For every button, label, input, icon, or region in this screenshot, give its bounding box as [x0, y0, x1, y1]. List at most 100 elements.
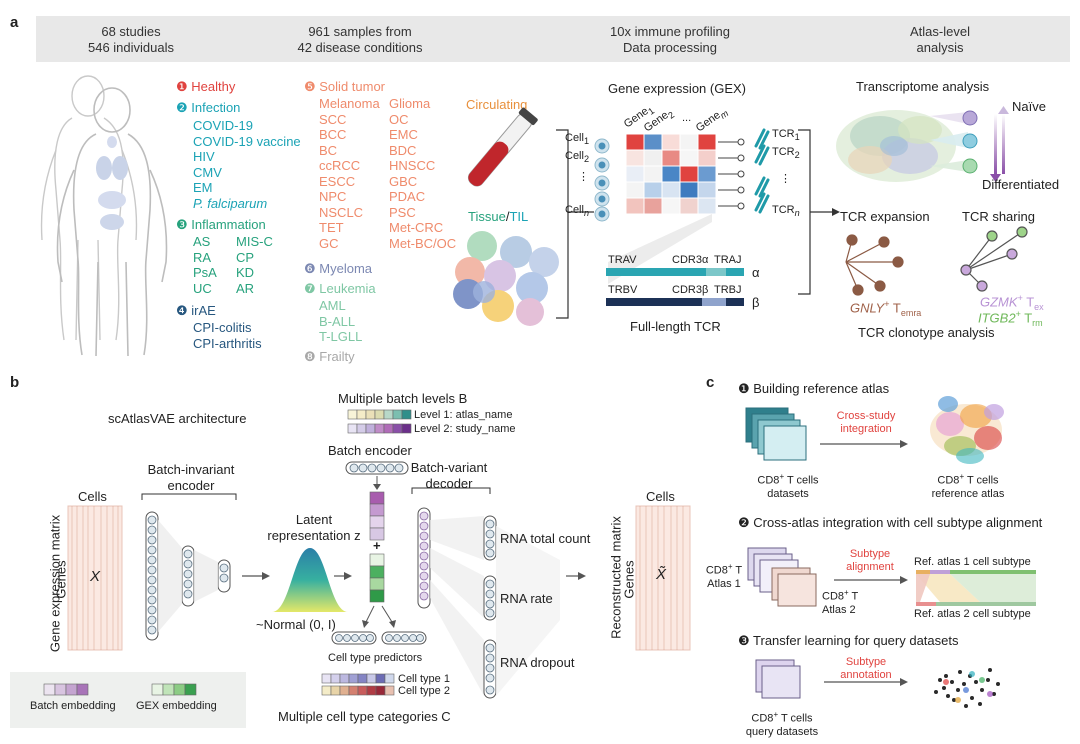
celltype1-label: Cell type 1: [398, 673, 450, 685]
gzmk-sup: +: [1017, 293, 1023, 303]
tumor-item: Melanoma: [319, 96, 380, 111]
inflammation-item: KD: [236, 265, 255, 280]
s1-arrow-line1: Cross-study: [836, 410, 896, 422]
differentiation-arrow-icon: [994, 114, 997, 174]
solid-tumor-list-left: Melanoma SCC BCC BC ccRCC ESCC NPC NSCLC…: [319, 96, 380, 251]
s2-ref1-label: Ref. atlas 1 cell subtype: [914, 556, 1031, 568]
reference-atlas-umap: [930, 396, 1004, 464]
tcrn-label: TCRn: [772, 204, 800, 218]
header-analysis-line1: Atlas-level: [910, 24, 970, 39]
tcr1-sub: 1: [794, 132, 800, 143]
s1-right-line2: reference atlas: [931, 487, 1005, 500]
tex-t: T: [1022, 294, 1035, 310]
categories-label: Multiple cell type categories C: [278, 709, 451, 724]
header-studies: 68 studies 546 individuals: [36, 24, 226, 56]
itgb2-sup: +: [1015, 309, 1021, 319]
cell1-text: Cell: [565, 132, 584, 144]
itgb2-trm-label: ITGB2+ Trm: [978, 306, 1043, 332]
tcr-beta-chain: [606, 298, 744, 306]
s2-atlas1-t: T: [732, 564, 743, 577]
gex-heatmap: [625, 133, 717, 215]
tumor-item: Met-BC/OC: [389, 235, 457, 251]
s1-arrow-label: Cross-study integration: [818, 410, 914, 436]
condition-frailty: ❽ Frailty: [304, 349, 355, 364]
s3-left-line1: CD8+ T cells: [734, 708, 830, 726]
s2-arrow-label: Subtype alignment: [830, 548, 910, 574]
reconstructed-matrix: [635, 505, 691, 651]
tumor-item: NSCLC: [319, 204, 364, 220]
condition-myeloma: ❻ Myeloma: [304, 261, 373, 276]
celltype2-label: Cell type 2: [398, 685, 450, 697]
header-samples-line1: 961 samples from: [308, 24, 412, 39]
query-annotation-umap: [934, 668, 1000, 708]
condition-solid-tumor: ❺ Solid tumor: [304, 79, 386, 94]
decoder-label: Batch-variant decoder: [404, 460, 494, 492]
tcrn-sub: n: [794, 208, 800, 219]
itgb2-text: ITGB2: [978, 310, 1016, 326]
s2-arrow-line1: Subtype: [849, 548, 891, 560]
tumor-item: BCC: [319, 127, 347, 142]
leukemia-item: T-LGLL: [319, 329, 363, 344]
irae-item: CPI-colitis: [193, 320, 252, 335]
cell-type-bars: [321, 673, 395, 696]
inflammation-list-left: AS RA PsA UC: [193, 234, 217, 296]
tumor-item: ESCC: [319, 173, 356, 189]
gzmk-tex-label: GZMK+ Tex: [980, 290, 1044, 316]
transcriptome-analysis-label: Transcriptome analysis: [856, 79, 990, 94]
condition-healthy: ❶ Healthy: [176, 79, 236, 94]
infection-list: COVID-19 COVID-19 vaccine HIV CMV EM P. …: [193, 118, 301, 211]
batch-level-bars: [347, 409, 412, 434]
tcr-sharing-label: TCR sharing: [962, 209, 1035, 224]
s2-atlas2-line2: Atlas 2: [822, 603, 856, 616]
s3-left-line2: query datasets: [745, 725, 819, 738]
gex-embedding-vector: [369, 553, 385, 603]
panel-a-header-bar: [36, 16, 1070, 62]
tumor-item: EMC: [389, 127, 418, 142]
header-profiling-line1: 10x immune profiling: [610, 24, 730, 39]
tumor-item: Glioma: [389, 96, 431, 111]
header-samples: 961 samples from 42 disease conditions: [240, 24, 480, 56]
encoder-label-line1: Batch-invariant: [147, 462, 235, 477]
differentiated-label: Differentiated: [982, 177, 1060, 192]
trbj-label: TRBJ: [714, 284, 742, 296]
inflammation-list-right: MIS-C CP KD AR: [236, 234, 273, 296]
panel-c-letter: c: [706, 374, 715, 391]
step2-title: ❷ Cross-atlas integration with cell subt…: [738, 515, 1043, 530]
thyroid-icon: [107, 136, 117, 148]
atlas2-stack-icon: [771, 567, 817, 607]
irae-item: CPI-arthritis: [193, 335, 262, 351]
level1-label: Level 1: atlas_name: [414, 409, 513, 421]
celln-sub: n: [583, 208, 590, 219]
stomach-icon: [98, 191, 126, 209]
infection-item: EM: [193, 180, 213, 195]
beta-label: β: [752, 295, 760, 310]
blood-tube-icon: [467, 107, 538, 187]
tumor-item: PDAC: [389, 189, 426, 204]
infection-item: HIV: [193, 149, 215, 164]
leukemia-item: AML: [319, 298, 346, 313]
s3-arrow-line2: annotation: [840, 669, 892, 681]
infection-item: CMV: [193, 164, 222, 180]
tumor-item: PSC: [389, 204, 416, 220]
tcr-dots: ⋮: [780, 173, 791, 185]
decoder-label-line2: decoder: [425, 476, 473, 491]
gnly-text: GNLY: [850, 300, 885, 316]
full-length-tcr-caption: Full-length TCR: [630, 319, 721, 334]
panel-b-letter: b: [10, 374, 20, 391]
trm-sub: rm: [1032, 317, 1043, 328]
rna-rate-label: RNA rate: [500, 591, 553, 606]
cell-dots: ⋮: [578, 171, 589, 183]
cdr3b-label: CDR3β: [672, 284, 709, 296]
latent-gaussian-icon: [272, 548, 348, 612]
batch-levels-label: Multiple batch levels B: [338, 391, 468, 406]
tcr-clonotype-label: TCR clonotype analysis: [858, 325, 995, 340]
subtype-alignment-sankey: [916, 570, 1036, 606]
tcr-expansion-label: TCR expansion: [840, 209, 930, 224]
tumor-item: BC: [319, 142, 338, 158]
tcr1-label: TCR1: [772, 128, 800, 142]
celln-label: Celln: [565, 204, 589, 218]
s2-ref2-label: Ref. atlas 2 cell subtype: [914, 608, 1031, 620]
s1-left-tcells: T cells: [784, 474, 819, 487]
s2-atlas2-cd8: CD8: [822, 590, 845, 603]
